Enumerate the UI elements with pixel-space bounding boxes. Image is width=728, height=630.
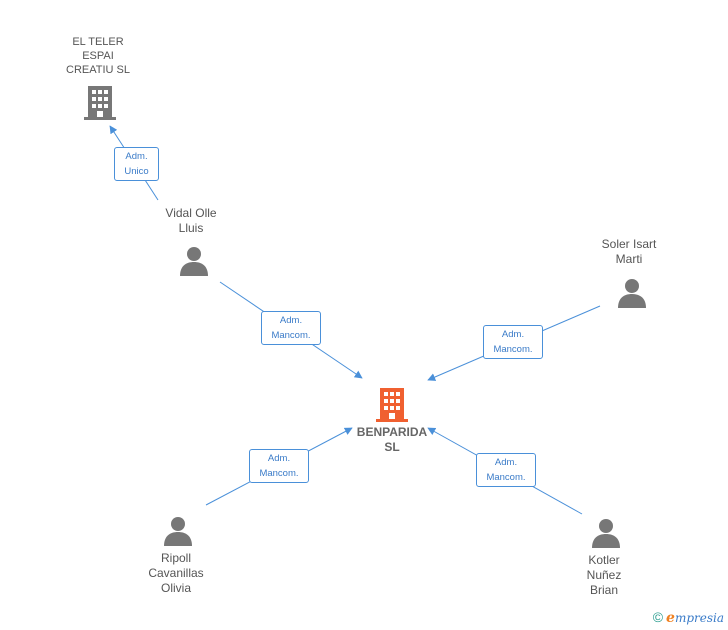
person-icon[interactable] <box>163 516 193 546</box>
building-icon[interactable] <box>84 84 116 120</box>
brand-name: mpresia <box>674 611 724 625</box>
brand-letter: e <box>666 610 675 626</box>
person-icon[interactable] <box>591 518 621 548</box>
building-icon-center[interactable] <box>376 386 408 422</box>
edge-label-adm-mancom[interactable]: Adm. Mancom. <box>261 311 321 345</box>
edge-label-adm-mancom[interactable]: Adm. Mancom. <box>249 449 309 483</box>
edge-label-adm-mancom[interactable]: Adm. Mancom. <box>476 453 536 487</box>
person-label-vidal[interactable]: Vidal Olle Lluis <box>165 206 217 235</box>
person-label-kotler[interactable]: Kotler Nuñez Brian <box>586 553 622 597</box>
copyright-icon: © <box>652 609 664 625</box>
person-icon[interactable] <box>617 278 647 308</box>
company-label-benparida[interactable]: BENPARIDA SL <box>356 425 428 454</box>
person-label-ripoll[interactable]: Ripoll Cavanillas Olivia <box>148 551 204 595</box>
edge-label-adm-unico[interactable]: Adm. Unico <box>114 147 159 181</box>
company-label-el-teler[interactable]: EL TELER ESPAI CREATIU SL <box>66 36 130 76</box>
person-label-soler[interactable]: Soler Isart Marti <box>601 237 657 266</box>
edge-label-adm-mancom[interactable]: Adm. Mancom. <box>483 325 543 359</box>
person-icon[interactable] <box>179 246 209 276</box>
empresia-watermark: ©empresia <box>653 609 724 626</box>
